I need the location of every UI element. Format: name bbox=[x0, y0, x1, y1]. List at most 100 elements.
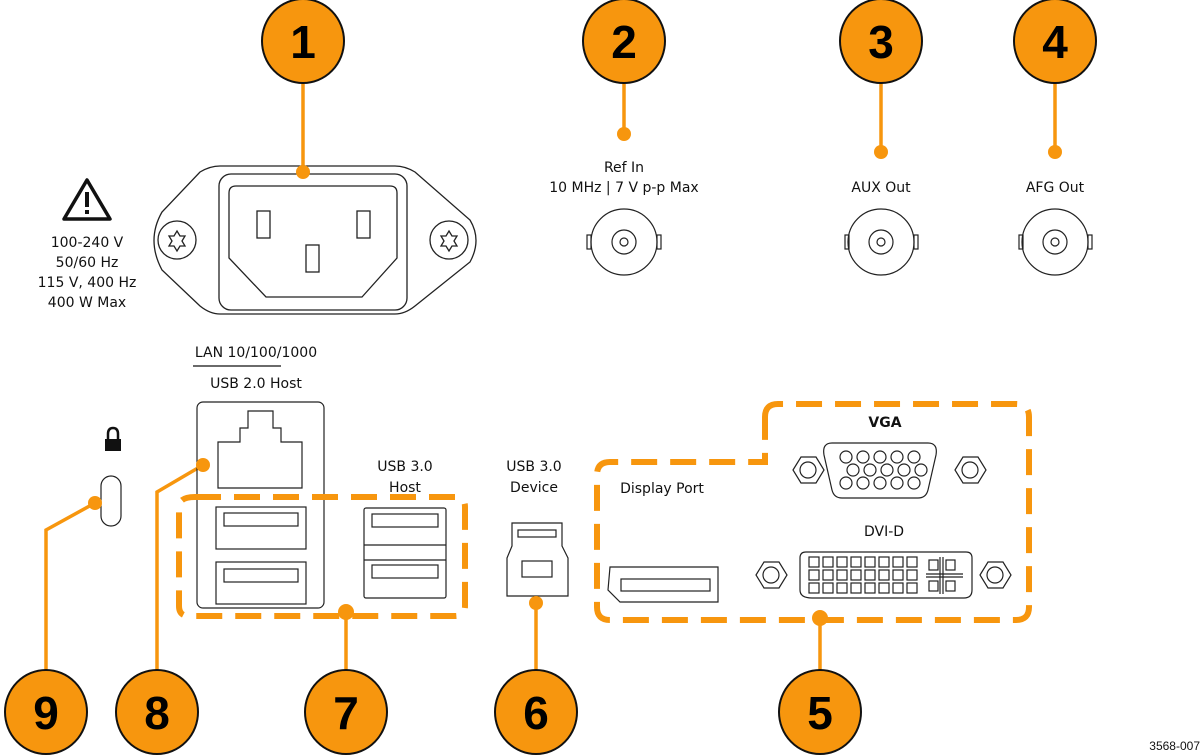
dvi-pin bbox=[892, 556, 904, 568]
callout-number: 3 bbox=[868, 16, 894, 68]
callout-circle bbox=[778, 669, 862, 755]
vga-pin bbox=[873, 450, 887, 464]
callout-9: 9 bbox=[4, 669, 88, 755]
callout-number: 7 bbox=[333, 687, 359, 739]
callout-7: 7 bbox=[304, 669, 388, 755]
usb2-port-2 bbox=[215, 561, 307, 605]
dvi-label: DVI-D bbox=[864, 524, 904, 540]
usb3-port-1 bbox=[371, 513, 439, 528]
screw-left bbox=[157, 220, 197, 260]
dvi-pin bbox=[850, 569, 862, 581]
callout-circle bbox=[839, 0, 923, 84]
inlet-flange bbox=[153, 165, 477, 315]
callout-6: 6 bbox=[494, 669, 578, 755]
callout-circle bbox=[115, 669, 199, 755]
callout-3: 3 bbox=[839, 0, 923, 84]
usb-host-group-outline bbox=[176, 494, 468, 619]
dvi-pin bbox=[864, 569, 876, 581]
usb2-host-label: USB 2.0 Host bbox=[210, 376, 302, 392]
dvi-pin bbox=[906, 556, 918, 568]
lan-usb-housing bbox=[196, 401, 325, 609]
callout-number: 6 bbox=[523, 687, 549, 739]
display-port-label: Display Port bbox=[620, 481, 704, 497]
dvi-pin bbox=[878, 556, 890, 568]
dvi-pin bbox=[808, 556, 820, 568]
callout-5: 5 bbox=[778, 669, 862, 755]
callout-circle bbox=[261, 0, 345, 84]
usb3-device-port bbox=[506, 522, 569, 597]
pin-right bbox=[356, 210, 371, 239]
dvi-pin bbox=[878, 582, 890, 594]
callout-circle bbox=[1013, 0, 1097, 84]
dvi-pin bbox=[850, 582, 862, 594]
callout-dots bbox=[88, 127, 1062, 626]
lan-label: LAN 10/100/1000 bbox=[195, 345, 317, 361]
inlet-socket bbox=[228, 185, 398, 298]
power-spec-line-1: 100-240 V bbox=[51, 235, 124, 251]
ref-in-spec: 10 MHz | 7 V p-p Max bbox=[549, 180, 698, 196]
callout-circle bbox=[4, 669, 88, 755]
callout-number: 5 bbox=[807, 687, 833, 739]
callout-8: 8 bbox=[115, 669, 199, 755]
vga-pin bbox=[839, 476, 853, 490]
vga-pin bbox=[873, 476, 887, 490]
screw-right-star-icon bbox=[439, 229, 459, 253]
callout-circle bbox=[304, 669, 388, 755]
padlock-icon bbox=[105, 426, 121, 451]
vga-pin bbox=[897, 463, 911, 477]
usb3-port-2 bbox=[371, 564, 439, 579]
vga-pin bbox=[856, 450, 870, 464]
dvi-pin bbox=[822, 556, 834, 568]
leader-8 bbox=[155, 463, 204, 670]
leader-lines bbox=[44, 82, 1057, 670]
dvi-pin bbox=[892, 569, 904, 581]
usb2-port-1 bbox=[215, 506, 307, 550]
usb3-device-label-2: Device bbox=[510, 480, 558, 496]
callout-circle bbox=[582, 0, 666, 84]
callout-number: 2 bbox=[611, 16, 637, 68]
vga-pin bbox=[907, 476, 921, 490]
vga-pin bbox=[856, 476, 870, 490]
screw-right bbox=[429, 220, 469, 260]
vga-pin bbox=[846, 463, 860, 477]
callout-number: 9 bbox=[33, 687, 59, 739]
dvi-pin bbox=[836, 556, 848, 568]
vga-pin bbox=[907, 450, 921, 464]
group-outlines bbox=[176, 401, 1032, 623]
usb3-host-ports bbox=[363, 507, 447, 599]
lan-usb2-block bbox=[196, 401, 325, 609]
display-port-connector bbox=[607, 566, 719, 603]
callout-number: 1 bbox=[290, 16, 316, 68]
vga-pin bbox=[914, 463, 928, 477]
callout-4: 4 bbox=[1013, 0, 1097, 84]
lan-port-icon bbox=[217, 410, 303, 489]
dvi-pin bbox=[822, 582, 834, 594]
usb3-device-label-1: USB 3.0 bbox=[506, 459, 561, 475]
screw-left-star-icon bbox=[167, 229, 187, 253]
callout-number: 8 bbox=[144, 687, 170, 739]
callout-number: 4 bbox=[1042, 16, 1068, 68]
dvi-connector bbox=[755, 551, 1012, 599]
callout-1: 1 bbox=[261, 0, 345, 84]
dvi-pin bbox=[850, 556, 862, 568]
ref-in-title: Ref In bbox=[604, 160, 644, 176]
vga-pin bbox=[880, 463, 894, 477]
dvi-pin bbox=[864, 556, 876, 568]
power-spec-line-4: 400 W Max bbox=[48, 295, 126, 311]
dvi-pin bbox=[822, 569, 834, 581]
power-spec-line-3: 115 V, 400 Hz bbox=[38, 275, 137, 291]
callout-2: 2 bbox=[582, 0, 666, 84]
ref-in-connector bbox=[586, 208, 662, 276]
vga-label: VGA bbox=[868, 415, 901, 431]
power-inlet bbox=[153, 165, 477, 315]
dvi-pin bbox=[836, 569, 848, 581]
usb3-host-label-1: USB 3.0 bbox=[377, 459, 432, 475]
vga-pin bbox=[890, 450, 904, 464]
afg-out-label: AFG Out bbox=[1026, 180, 1085, 196]
dvi-pin bbox=[836, 582, 848, 594]
callout-bubbles: 1 2 3 4 5 6 7 8 9 bbox=[4, 0, 1097, 755]
afg-out-connector bbox=[1018, 208, 1093, 276]
usb3-host-label-2: Host bbox=[389, 480, 421, 496]
dvi-pin bbox=[808, 582, 820, 594]
